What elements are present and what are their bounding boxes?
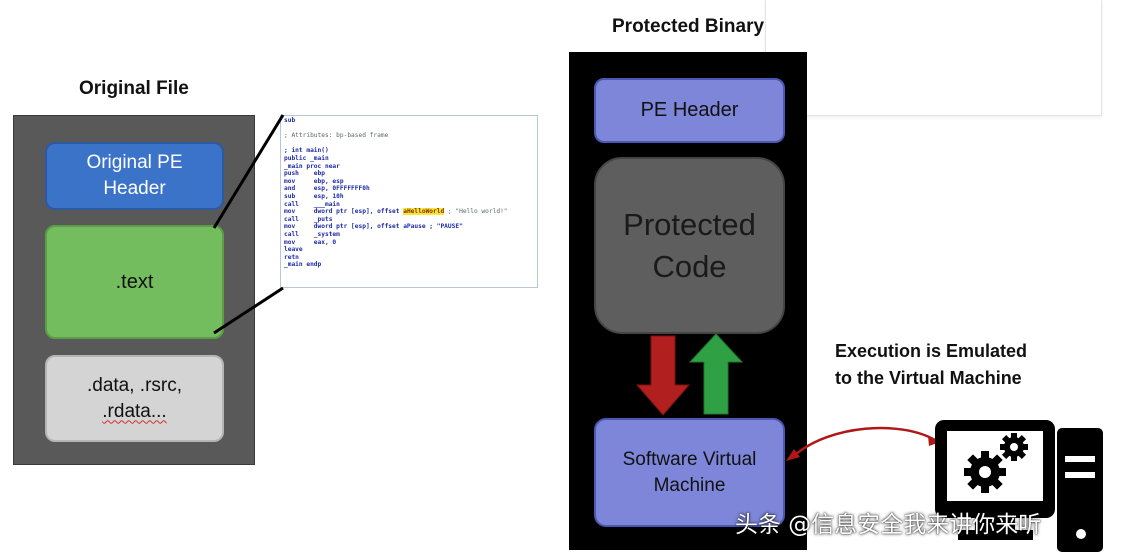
execution-label-line-1: Execution is Emulated [835,341,1028,361]
disassembly-line-text: push ebp [284,170,325,178]
disassembly-view: sub ; Attributes: bp-based frame ; int mai… [280,115,538,288]
disassembly-line-text: retn [284,253,299,261]
disassembly-line-text: leave [284,246,303,254]
disassembly-line: mov ebp, esp [281,178,537,186]
disassembly-line-text: call ___main [284,200,340,208]
disassembly-line-text: ; Attributes: bp-based frame [284,132,389,140]
disassembly-highlight: aHelloWorld [403,208,445,216]
data-sections-line-1: .data, .rsrc, [86,374,183,396]
protected-code-line-1: Protected [623,206,756,242]
overlay-card [765,0,1102,116]
disassembly-line: ; int main() [281,147,537,155]
disassembly-line: sub [281,117,537,125]
original-pe-header-box: Original PE Header [45,142,224,210]
disassembly-line-text: ; int main() [284,147,329,155]
original-pe-header-line-2: Header [103,178,166,199]
disassembly-line: retn [281,254,537,262]
disassembly-line: public _main [281,155,537,163]
disassembly-line: leave [281,246,537,254]
disassembly-line-text: mov dword ptr [esp], offset [284,208,404,216]
curved-arrow-icon [786,426,940,461]
watermark-text: 头条 @信息安全我来讲你来听 [735,512,1042,538]
red-down-arrow-icon [635,335,691,416]
disassembly-line: _main proc near [281,163,537,171]
disassembly-line: mov eax, 0 [281,239,537,247]
disassembly-line: push ebp [281,170,537,178]
data-sections-line-2: .rdata... [102,400,167,422]
disassembly-line: call _puts [281,216,537,224]
pe-header-box: PE Header [594,78,785,143]
software-vm-box: Software Virtual Machine [594,418,785,527]
disassembly-line-text: mov ebp, esp [284,177,344,185]
protected-binary-title: Protected Binary [612,16,765,37]
original-pe-header-line-1: Original PE [86,152,183,173]
disassembly-line: call _system [281,231,537,239]
disassembly-line: ; Attributes: bp-based frame [281,132,537,140]
execution-label-line-2: to the Virtual Machine [835,368,1022,388]
disassembly-line: _main endp [281,261,537,269]
disassembly-line-text: public _main [284,154,329,162]
disassembly-line: mov dword ptr [esp], offset aHelloWorld … [281,208,537,216]
disassembly-line: and esp, 0FFFFFFF0h [281,185,537,193]
protected-code-line-2: Code [652,248,727,284]
software-vm-line-1: Software Virtual [622,448,757,470]
text-section-label: .text [115,270,154,293]
protected-code-box: Protected Code [594,157,785,334]
disassembly-line-text: sub esp, 10h [284,192,344,200]
disassembly-lines: sub ; Attributes: bp-based frame ; int mai… [281,117,537,269]
disassembly-line-text: _main endp [284,261,322,269]
disassembly-line-text: _main proc near [284,162,340,170]
zoom-connector-top [212,114,285,229]
pe-header-label: PE Header [640,99,739,121]
disassembly-line-text: and esp, 0FFFFFFF0h [284,185,370,193]
disassembly-line-text: mov dword ptr [esp], offset aPause ; "PA… [284,223,463,231]
disassembly-line-text: call _system [284,230,340,238]
disassembly-line-text: sub [284,117,296,124]
original-file-title: Original File [79,78,189,99]
software-vm-line-2: Machine [653,474,726,496]
computer-gears-icon [935,420,1103,552]
disassembly-line: call ___main [281,201,537,209]
execution-label: Execution is Emulated to the Virtual Mac… [835,338,1027,392]
disassembly-line: sub esp, 10h [281,193,537,201]
disassembly-line-text: call _puts [284,215,333,223]
disassembly-line-comment: ; "Hello world!" [444,208,508,216]
disassembly-line-text: mov eax, 0 [284,238,337,246]
zoom-connector-bottom [213,286,284,335]
disassembly-line: mov dword ptr [esp], offset aPause ; "PA… [281,223,537,231]
green-up-arrow-icon [688,333,744,415]
text-section-box: .text [45,225,224,339]
data-sections-box: .data, .rsrc, .rdata... [45,355,224,442]
